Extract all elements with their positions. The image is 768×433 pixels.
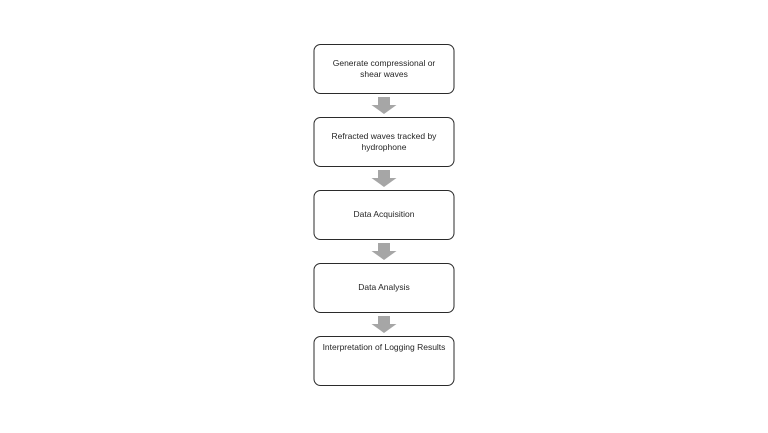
flow-step-label: shear waves [360,69,408,79]
flow-step-refracted-waves: Refracted waves tracked by hydrophone [313,117,455,167]
flow-step-label: Interpretation of Logging Results [322,342,446,352]
down-arrow-icon [371,243,397,260]
flow-step-label: Data Acquisition [353,209,415,220]
flow-step-label: Refracted waves tracked by [331,130,437,141]
flow-step-interpretation: Interpretation of Logging Results [313,336,455,386]
flow-step-label: Data Analysis [358,282,410,293]
flow-step-generate-waves: Generate compressional or shear waves [313,44,455,94]
flow-step-label: hydrophone [361,142,407,152]
down-arrow-icon [371,170,397,187]
down-arrow-icon [371,97,397,114]
down-arrow-icon [371,316,397,333]
flow-step-data-acquisition: Data Acquisition [313,190,455,240]
flow-step-label: Generate compressional or [332,57,436,68]
flow-step-data-analysis: Data Analysis [313,263,455,313]
flowchart: Generate compressional or shear waves Re… [313,44,455,386]
